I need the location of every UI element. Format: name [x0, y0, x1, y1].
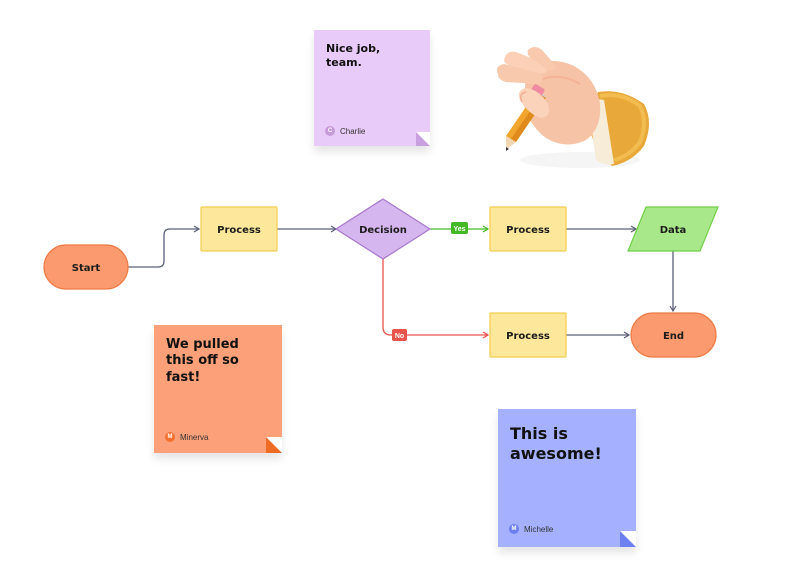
node-decision[interactable]: Decision — [334, 198, 432, 260]
node-process-no-label: Process — [506, 331, 550, 342]
author-name: Charlie — [340, 126, 366, 136]
sticky-note-text: We pulled this off so fast! — [166, 337, 239, 385]
yes-label-text: Yes — [453, 226, 465, 233]
no-label-text: No — [395, 333, 404, 340]
connector-start-to-process[interactable] — [128, 225, 201, 268]
node-decision-label: Decision — [359, 225, 407, 236]
sticky-note-minerva[interactable]: We pulled this off so fast! M Minerva — [154, 325, 282, 453]
yes-label: Yes — [451, 222, 468, 234]
sticky-note-author: C Charlie — [325, 126, 365, 136]
page-fold-corner — [620, 531, 636, 547]
page-fold-corner — [266, 437, 282, 453]
author-name: Michelle — [524, 524, 554, 534]
connector-no-branch[interactable] — [382, 259, 490, 339]
node-end[interactable]: End — [630, 312, 717, 358]
avatar: C — [325, 126, 335, 136]
node-data-label: Data — [660, 225, 687, 236]
avatar: M — [165, 432, 175, 442]
hand-holding-pencil-icon — [496, 47, 649, 168]
node-process-no[interactable]: Process — [489, 312, 567, 358]
node-process-1-label: Process — [217, 225, 261, 236]
sticky-note-author: M Michelle — [509, 524, 553, 534]
sticky-note-text: This is awesome! — [510, 424, 602, 463]
node-end-label: End — [663, 331, 684, 342]
sticky-note-author: M Minerva — [165, 432, 208, 442]
node-data[interactable]: Data — [627, 206, 719, 252]
sticky-note-michelle[interactable]: This is awesome! M Michelle — [498, 409, 636, 547]
no-label: No — [392, 329, 407, 341]
node-process-1[interactable]: Process — [200, 206, 278, 252]
node-start-label: Start — [72, 263, 101, 274]
author-name: Minerva — [180, 432, 209, 442]
sticky-note-charlie[interactable]: Nice job, team. C Charlie — [314, 30, 430, 146]
page-fold-corner — [416, 132, 430, 146]
avatar: M — [509, 524, 519, 534]
sticky-note-text: Nice job, team. — [326, 42, 381, 69]
node-process-yes-label: Process — [506, 225, 550, 236]
node-start[interactable]: Start — [43, 244, 129, 290]
node-process-yes[interactable]: Process — [489, 206, 567, 252]
